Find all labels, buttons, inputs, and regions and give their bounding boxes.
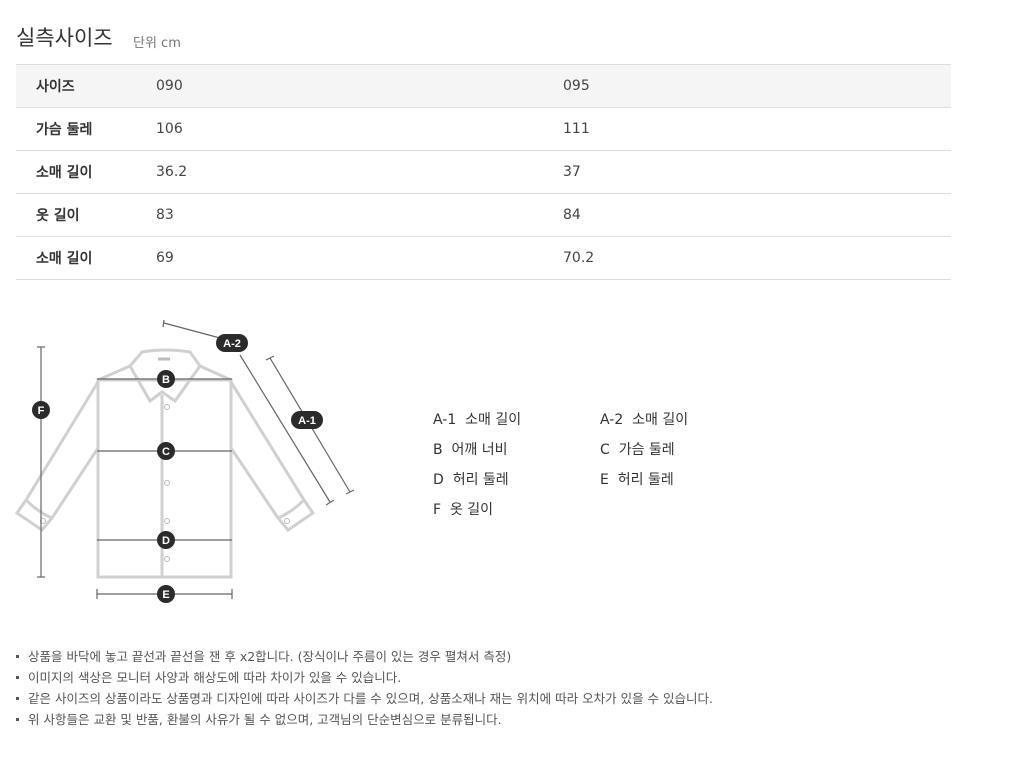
cell: 69: [156, 236, 563, 280]
shirt-diagram: A-2 A-1 B C D E F: [14, 319, 355, 603]
marker-e: E: [157, 585, 175, 603]
svg-text:A-1: A-1: [298, 415, 316, 427]
svg-text:F: F: [38, 405, 45, 417]
notes-list: 상품을 바닥에 놓고 끝선과 끝선을 잰 후 x2합니다. (장식이나 주름이 …: [16, 646, 713, 730]
cell: 111: [563, 107, 951, 151]
svg-text:B: B: [162, 374, 170, 386]
legend-d: D 허리 둘레: [433, 472, 509, 488]
cell: 36.2: [156, 150, 563, 194]
unit-label: 단위 cm: [133, 36, 181, 51]
marker-d: D: [157, 531, 175, 549]
cell: 37: [563, 150, 951, 194]
page-title: 실측사이즈: [16, 26, 113, 50]
row-label: 사이즈: [16, 64, 156, 108]
svg-text:C: C: [162, 446, 170, 458]
marker-f: F: [32, 401, 50, 419]
cell: 70.2: [563, 236, 951, 280]
cell: 84: [563, 193, 951, 237]
legend-a1: A-1 소매 길이: [433, 412, 522, 428]
note-item: 위 사항들은 교환 및 반품, 환불의 사유가 될 수 없으며, 고객님의 단순…: [16, 709, 713, 730]
marker-b: B: [157, 370, 175, 388]
note-item: 이미지의 색상은 모니터 사양과 해상도에 따라 차이가 있을 수 있습니다.: [16, 667, 713, 688]
cell: 83: [156, 193, 563, 237]
row-label: 소매 길이: [16, 236, 156, 280]
marker-c: C: [157, 442, 175, 460]
legend-b: B 어깨 너비: [433, 442, 508, 458]
legend-c: C 가슴 둘레: [600, 442, 675, 458]
row-label: 옷 길이: [16, 193, 156, 237]
marker-a1: A-1: [291, 411, 323, 429]
row-label: 가슴 둘레: [16, 107, 156, 151]
note-item: 상품을 바닥에 놓고 끝선과 끝선을 잰 후 x2합니다. (장식이나 주름이 …: [16, 646, 713, 667]
svg-text:D: D: [162, 535, 170, 547]
note-item: 같은 사이즈의 상품이라도 상품명과 디자인에 따라 사이즈가 다를 수 있으며…: [16, 688, 713, 709]
legend-e: E 허리 둘레: [600, 472, 674, 488]
marker-a2: A-2: [216, 334, 248, 352]
legend-f: F 옷 길이: [433, 502, 494, 518]
cell: 095: [563, 64, 951, 108]
svg-text:A-2: A-2: [223, 338, 241, 350]
cell: 090: [156, 64, 563, 108]
svg-text:E: E: [162, 589, 169, 601]
cell: 106: [156, 107, 563, 151]
legend-a2: A-2 소매 길이: [600, 412, 689, 428]
row-label: 소매 길이: [16, 150, 156, 194]
